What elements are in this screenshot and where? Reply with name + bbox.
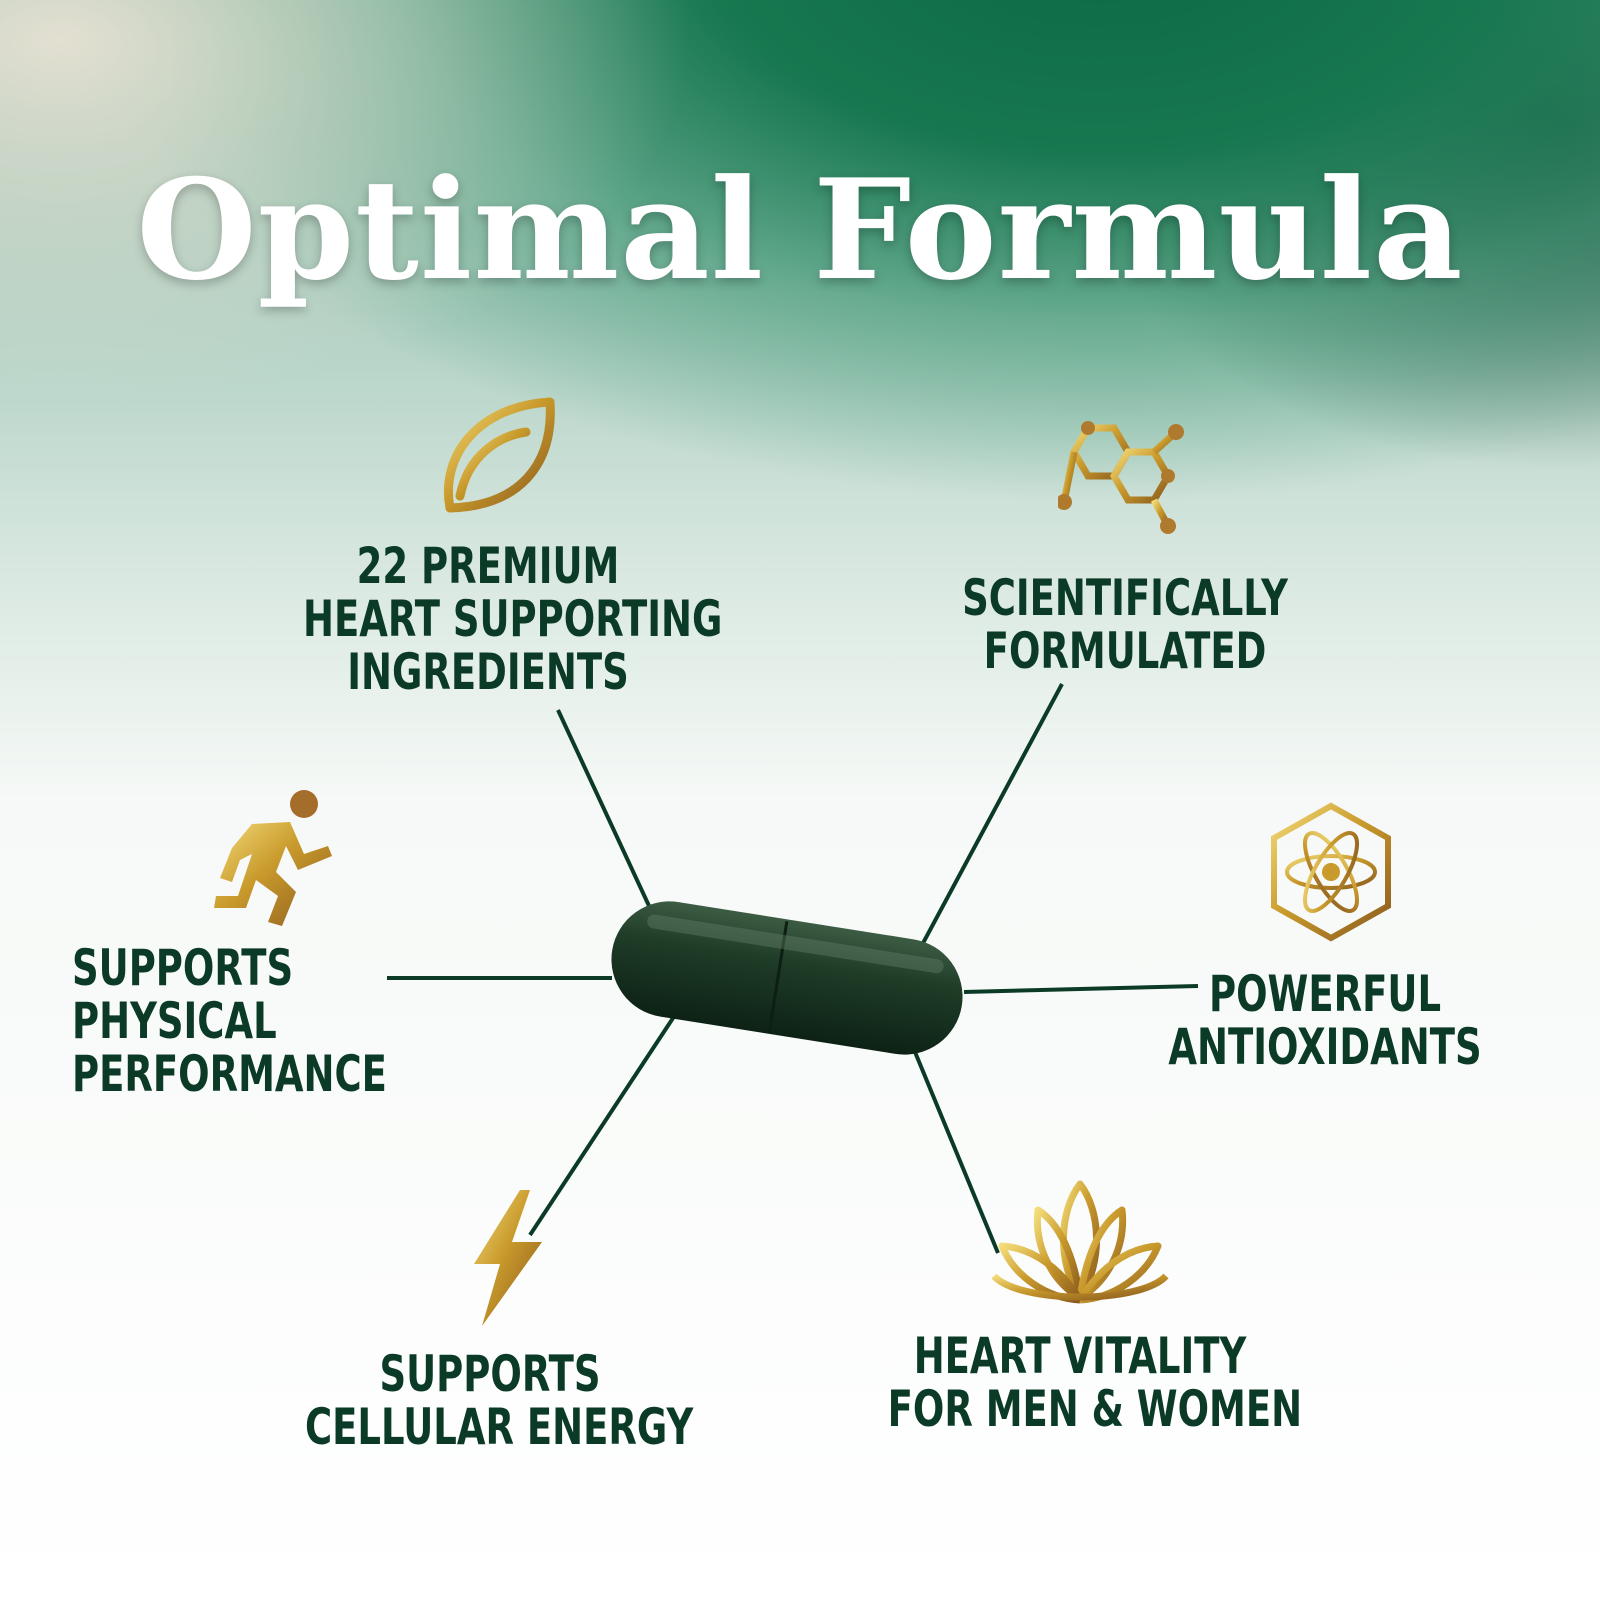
lotus-icon bbox=[991, 1180, 1169, 1304]
page-title: Optimal Formula bbox=[136, 148, 1464, 311]
capsule-image bbox=[611, 901, 963, 1055]
connector-vitality bbox=[913, 1051, 1000, 1254]
connector-ingredients bbox=[556, 709, 652, 909]
feature-antioxidants: POWERFUL ANTIOXIDANTS bbox=[1168, 965, 1482, 1076]
connector-scientific bbox=[920, 683, 1064, 946]
feature-cellular: SUPPORTS CELLULAR ENERGY bbox=[305, 1345, 694, 1456]
feature-ingredients: 22 PREMIUM HEART SUPPORTING INGREDIENTS bbox=[303, 537, 723, 701]
feature-vitality: HEART VITALITY FOR MEN & WOMEN bbox=[887, 1327, 1303, 1438]
connector-antioxidants bbox=[963, 984, 1199, 994]
molecule-icon bbox=[1058, 421, 1184, 534]
lightning-bolt-icon bbox=[474, 1190, 542, 1326]
feature-physical: SUPPORTS PHYSICAL PERFORMANCE bbox=[72, 939, 387, 1103]
feature-scientific: SCIENTIFICALLY FORMULATED bbox=[962, 569, 1288, 680]
runner-icon bbox=[214, 790, 332, 926]
atom-hexagon-icon bbox=[1271, 802, 1391, 942]
leaf-icon bbox=[444, 397, 555, 513]
connector-cellular bbox=[528, 1013, 677, 1237]
